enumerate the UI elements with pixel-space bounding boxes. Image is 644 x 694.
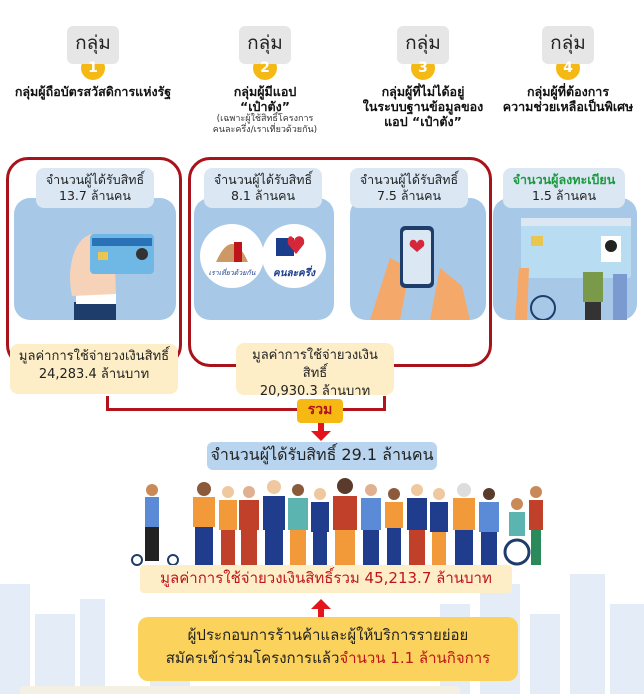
- group-3-header: กลุ่ม 3 กลุ่มผู้ที่ไม่ได้อยู่ ในระบบฐานข…: [343, 26, 503, 129]
- group-note: (เฉพาะผู้ใช้สิทธิ์โครงการ: [216, 114, 314, 124]
- logo-caption: คนละครึ่ง: [273, 268, 315, 279]
- connector-right-vertical: [383, 396, 386, 410]
- id-card-elderly-illustration: [515, 218, 631, 320]
- merchant-count: จำนวน 1.1 ล้านกิจการ: [339, 649, 491, 667]
- group-title-line3: แอป “เป๋าตัง”: [384, 114, 462, 129]
- group-4-count-label: จำนวนผู้ลงทะเบียน 1.5 ล้านคน: [503, 168, 625, 208]
- spending-label: มูลค่าการใช้จ่ายวงเงินสิทธิ์: [18, 349, 170, 364]
- crowd-illustration: [131, 478, 543, 566]
- total-spending: มูลค่าการใช้จ่ายวงเงินสิทธิ์รวม 45,213.7…: [140, 565, 512, 593]
- count-value: 13.7 ล้านคน: [59, 188, 131, 203]
- total-recipients: จำนวนผู้ได้รับสิทธิ์ 29.1 ล้านคน: [207, 442, 437, 470]
- group-3-card: [350, 198, 486, 320]
- merchant-line2: สมัครเข้าร่วมโครงการแล้วจำนวน 1.1 ล้านกิ…: [138, 647, 518, 670]
- footer-strip: [20, 686, 460, 694]
- sum-badge: รวม: [297, 399, 343, 423]
- count-value: 8.1 ล้านคน: [231, 188, 295, 203]
- group-title: กลุ่มผู้ที่ต้องการ: [526, 84, 610, 99]
- spending-label: มูลค่าการใช้จ่ายวงเงินสิทธิ์: [252, 348, 378, 381]
- group-3-count-label: จำนวนผู้ได้รับสิทธิ์ 7.5 ล้านคน: [350, 168, 468, 208]
- arrow-up-icon: [311, 599, 331, 609]
- spending-value: 20,930.3 ล้านบาท: [259, 384, 371, 399]
- group-2-header: กลุ่ม 2 กลุ่มผู้มีแอป “เป๋าตัง” (เฉพาะผู…: [185, 26, 345, 136]
- khon-la-khrueng-logo: คนละครึ่ง: [262, 224, 326, 288]
- group-title-line2: ในระบบฐานข้อมูลของ: [362, 99, 484, 114]
- merchant-arrow-stem: [318, 609, 324, 617]
- count-title: จำนวนผู้ลงทะเบียน: [512, 172, 616, 187]
- group-note-line2: คนละครึ่ง/เราเที่ยวด้วยกัน): [212, 125, 318, 135]
- group-title: กลุ่มผู้มีแอป: [233, 84, 297, 99]
- count-value: 7.5 ล้านคน: [377, 188, 441, 203]
- arrow-down-icon: [311, 431, 331, 441]
- connector-left-horizontal: [106, 408, 299, 411]
- group-1-spending: มูลค่าการใช้จ่ายวงเงินสิทธิ์ 24,283.4 ล้…: [10, 344, 178, 394]
- group-chip: กลุ่ม: [542, 26, 594, 64]
- group-4-header: กลุ่ม 4 กลุ่มผู้ที่ต้องการ ความช่วยเหลือ…: [488, 26, 644, 114]
- group-2-3-spending: มูลค่าการใช้จ่ายวงเงินสิทธิ์ 20,930.3 ล้…: [236, 343, 394, 399]
- group-1-count-label: จำนวนผู้ได้รับสิทธิ์ 13.7 ล้านคน: [36, 168, 154, 208]
- heart-puzzle-icon: [276, 236, 305, 256]
- group-title-line2: “เป๋าตัง”: [240, 99, 290, 114]
- group-title: กลุ่มผู้ที่ไม่ได้อยู่: [381, 84, 465, 99]
- group-2-card: เราเที่ยวด้วยกัน คนละครึ่ง: [194, 198, 334, 320]
- connector-left-vertical: [106, 396, 109, 410]
- sum-arrow-stem: [318, 423, 324, 431]
- count-value: 1.5 ล้านคน: [532, 188, 596, 203]
- rao-tiew-duay-gun-logo: เราเที่ยวด้วยกัน: [200, 224, 264, 288]
- count-title: จำนวนผู้ได้รับสิทธิ์: [359, 172, 459, 187]
- group-1-card: [14, 198, 176, 320]
- group-2-count-label: จำนวนผู้ได้รับสิทธิ์ 8.1 ล้านคน: [204, 168, 322, 208]
- group-title: กลุ่มผู้ถือบัตรสวัสดิการแห่งรัฐ: [14, 84, 172, 99]
- spending-value: 24,283.4 ล้านบาท: [38, 367, 150, 382]
- merchant-line1: ผู้ประกอบการร้านค้าและผู้ให้บริการรายย่อ…: [187, 626, 469, 644]
- merchant-line2-prefix: สมัครเข้าร่วมโครงการแล้ว: [165, 649, 340, 667]
- phone-app-illustration: [370, 226, 470, 320]
- group-1-header: กลุ่ม 1 กลุ่มผู้ถือบัตรสวัสดิการแห่งรัฐ: [10, 26, 176, 99]
- temple-icon: [216, 242, 248, 262]
- count-title: จำนวนผู้ได้รับสิทธิ์: [45, 172, 145, 187]
- welfare-card-hand-illustration: [70, 234, 154, 320]
- group-4-card: [493, 198, 637, 320]
- merchant-summary: ผู้ประกอบการร้านค้าและผู้ให้บริการรายย่อ…: [138, 617, 518, 681]
- logo-caption: เราเที่ยวด้วยกัน: [208, 269, 256, 277]
- connector-right-horizontal: [342, 408, 386, 411]
- count-title: จำนวนผู้ได้รับสิทธิ์: [213, 172, 313, 187]
- group-title-line2: ความช่วยเหลือเป็นพิเศษ: [502, 99, 634, 114]
